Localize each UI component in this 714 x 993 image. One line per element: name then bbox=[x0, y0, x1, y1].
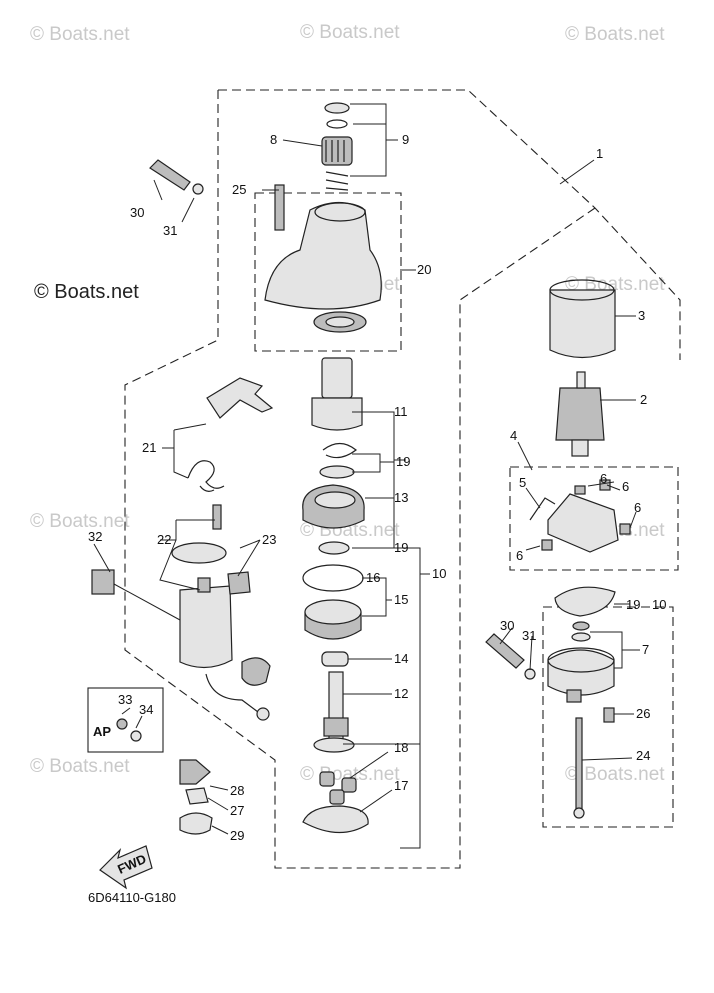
diagram-code: 6D64110-G180 bbox=[88, 890, 176, 905]
brush-holder-part bbox=[547, 493, 619, 553]
callout-11: 11 bbox=[394, 404, 408, 419]
label-part bbox=[91, 569, 115, 595]
clip-part bbox=[322, 442, 357, 459]
callout-34: 34 bbox=[139, 702, 153, 717]
armature-part bbox=[555, 387, 605, 441]
bolt-part bbox=[149, 159, 191, 191]
callout-16: 16 bbox=[366, 570, 380, 585]
callout-7: 7 bbox=[642, 642, 649, 657]
callout-6: 6 bbox=[634, 500, 641, 515]
callout-8: 8 bbox=[270, 132, 277, 147]
watermark: © Boats.net bbox=[565, 24, 665, 45]
callouts: 1 2 3 4 5 6 6 6 6 7 8 9 10 10 11 12 13 1… bbox=[88, 132, 666, 877]
snap-ring-part bbox=[324, 102, 350, 114]
yoke-part bbox=[549, 289, 616, 359]
callout-2: 2 bbox=[640, 392, 647, 407]
callout-19: 19 bbox=[626, 597, 640, 612]
callout-32: 32 bbox=[88, 529, 102, 544]
watermark: © Boats.net bbox=[300, 22, 400, 43]
callout-9: 9 bbox=[402, 132, 409, 147]
bolt-25-part bbox=[274, 184, 285, 231]
plate-19-part bbox=[554, 586, 616, 617]
ring-16-part bbox=[302, 564, 364, 592]
callout-27: 27 bbox=[230, 803, 244, 818]
rear-cover-box bbox=[542, 606, 674, 828]
callout-6: 6 bbox=[516, 548, 523, 563]
assembly-outline bbox=[87, 89, 681, 869]
solenoid-part bbox=[179, 585, 233, 669]
callout-25: 25 bbox=[232, 182, 246, 197]
callout-31: 31 bbox=[522, 628, 536, 643]
callout-23: 23 bbox=[262, 532, 276, 547]
watermark: © Boats.net bbox=[30, 511, 130, 532]
callout-28: 28 bbox=[230, 783, 244, 798]
callout-19: 19 bbox=[396, 454, 410, 469]
brush-holder-box bbox=[509, 466, 679, 571]
spring-clip-part bbox=[187, 460, 225, 492]
callout-18: 18 bbox=[394, 740, 408, 755]
callout-6: 6 bbox=[622, 479, 629, 494]
callout-24: 24 bbox=[636, 748, 650, 763]
callout-1: 1 bbox=[596, 146, 603, 161]
washer-part bbox=[192, 183, 204, 195]
callout-22: 22 bbox=[157, 532, 171, 547]
callout-30: 30 bbox=[500, 618, 514, 633]
callout-31: 31 bbox=[163, 223, 177, 238]
callout-26: 26 bbox=[636, 706, 650, 721]
callout-33: 33 bbox=[118, 692, 132, 707]
parts bbox=[91, 102, 631, 890]
ap-box bbox=[87, 687, 164, 753]
planet-gear-part bbox=[319, 771, 335, 787]
callout-6: 6 bbox=[600, 471, 607, 486]
fwd-arrow-icon bbox=[99, 845, 153, 890]
watermark-main: © Boats.net bbox=[34, 281, 139, 303]
callout-15: 15 bbox=[394, 592, 408, 607]
callout-19: 19 bbox=[394, 540, 408, 555]
shaft-part bbox=[321, 357, 353, 399]
spring-part bbox=[325, 171, 349, 191]
callout-10: 10 bbox=[652, 597, 666, 612]
callout-17: 17 bbox=[394, 778, 408, 793]
callout-14: 14 bbox=[394, 651, 408, 666]
plate-part bbox=[302, 805, 369, 834]
through-bolt-part bbox=[575, 717, 583, 811]
bearing-14-part bbox=[321, 651, 349, 667]
callout-10: 10 bbox=[432, 566, 446, 581]
lever-part bbox=[206, 377, 274, 419]
ap-label: AP bbox=[93, 724, 111, 739]
watermark: © Boats.net bbox=[565, 764, 665, 785]
watermark: © Boats.net bbox=[30, 756, 130, 777]
watermark: © Boats.net bbox=[30, 24, 130, 45]
front-housing-part bbox=[264, 201, 382, 310]
ring-part bbox=[326, 119, 348, 129]
callout-30: 30 bbox=[130, 205, 144, 220]
callout-29: 29 bbox=[230, 828, 244, 843]
callout-12: 12 bbox=[394, 686, 408, 701]
callout-21: 21 bbox=[142, 440, 156, 455]
housing-group-box bbox=[254, 192, 402, 352]
callout-3: 3 bbox=[638, 308, 645, 323]
callout-5: 5 bbox=[519, 475, 526, 490]
leader-lines bbox=[93, 103, 640, 849]
callout-20: 20 bbox=[417, 262, 431, 277]
callout-4: 4 bbox=[510, 428, 517, 443]
callout-13: 13 bbox=[394, 490, 408, 505]
